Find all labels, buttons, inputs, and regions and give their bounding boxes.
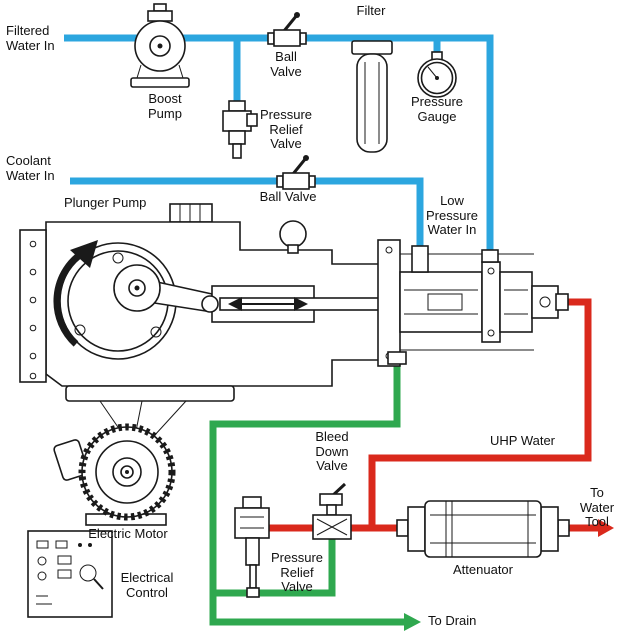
electrical-control-drawing: [27, 530, 113, 618]
ball-valve-coolant-drawing: [276, 155, 316, 190]
ball-valve-supply-drawing: [267, 12, 307, 47]
intensifier-drawing: [377, 239, 569, 367]
label-ball-valve-coolant: Ball Valve: [259, 189, 317, 204]
filtered-water-supply-pipe: [64, 34, 494, 256]
pressure-gauge-drawing: [417, 51, 457, 98]
label-pressure-gauge: Pressure Gauge: [410, 94, 464, 124]
label-attenuator: Attenuator: [453, 562, 513, 577]
label-pressure-relief-valve-supply: Pressure Relief Valve: [259, 107, 313, 151]
electric-motor-drawing: [53, 423, 176, 526]
label-bleed-down-valve: Bleed Down Valve: [315, 429, 349, 473]
label-coolant-water-in: Coolant Water In: [6, 153, 55, 183]
label-ball-valve-supply: Ball Valve: [270, 49, 302, 79]
label-pressure-relief-valve-drain: Pressure Relief Valve: [270, 550, 324, 594]
filter-drawing: [351, 40, 393, 153]
label-uhp-water: UHP Water: [490, 433, 556, 448]
boost-pump-drawing: [130, 3, 190, 88]
coolant-water-pipe: [70, 177, 424, 252]
to-water-tool-arrow: [598, 519, 614, 537]
drain-fitting: [387, 351, 407, 365]
water-inlet-fitting: [481, 249, 499, 263]
plunger-pump-drawing: [19, 203, 383, 437]
line-art: [19, 3, 570, 618]
low-pressure-water-pipes: [64, 34, 494, 256]
to-drain-arrow: [404, 613, 421, 631]
label-to-water-tool: To Water Tool: [579, 485, 615, 529]
label-low-pressure-water-in: Low Pressure Water In: [425, 193, 479, 237]
label-plunger-pump: Plunger Pump: [64, 195, 147, 210]
coolant-inlet-fitting: [411, 245, 429, 273]
attenuator-drawing: [396, 500, 570, 558]
label-electrical-control: Electrical Control: [120, 570, 174, 600]
pressure-relief-valve-drain-drawing: [234, 496, 270, 598]
pressure-relief-valve-supply-drawing: [222, 100, 258, 159]
bleed-down-valve-drawing: [312, 482, 352, 540]
label-to-drain: To Drain: [428, 613, 477, 628]
rotation-arrow: [53, 249, 86, 347]
label-filtered-water-in: Filtered Water In: [6, 23, 55, 53]
label-filter: Filter: [356, 3, 386, 18]
label-electric-motor: Electric Motor: [88, 526, 168, 541]
pump-drain-pipe: [209, 356, 404, 626]
uhp-output-pipe: [368, 298, 592, 528]
label-boost-pump: Boost Pump: [148, 91, 182, 121]
